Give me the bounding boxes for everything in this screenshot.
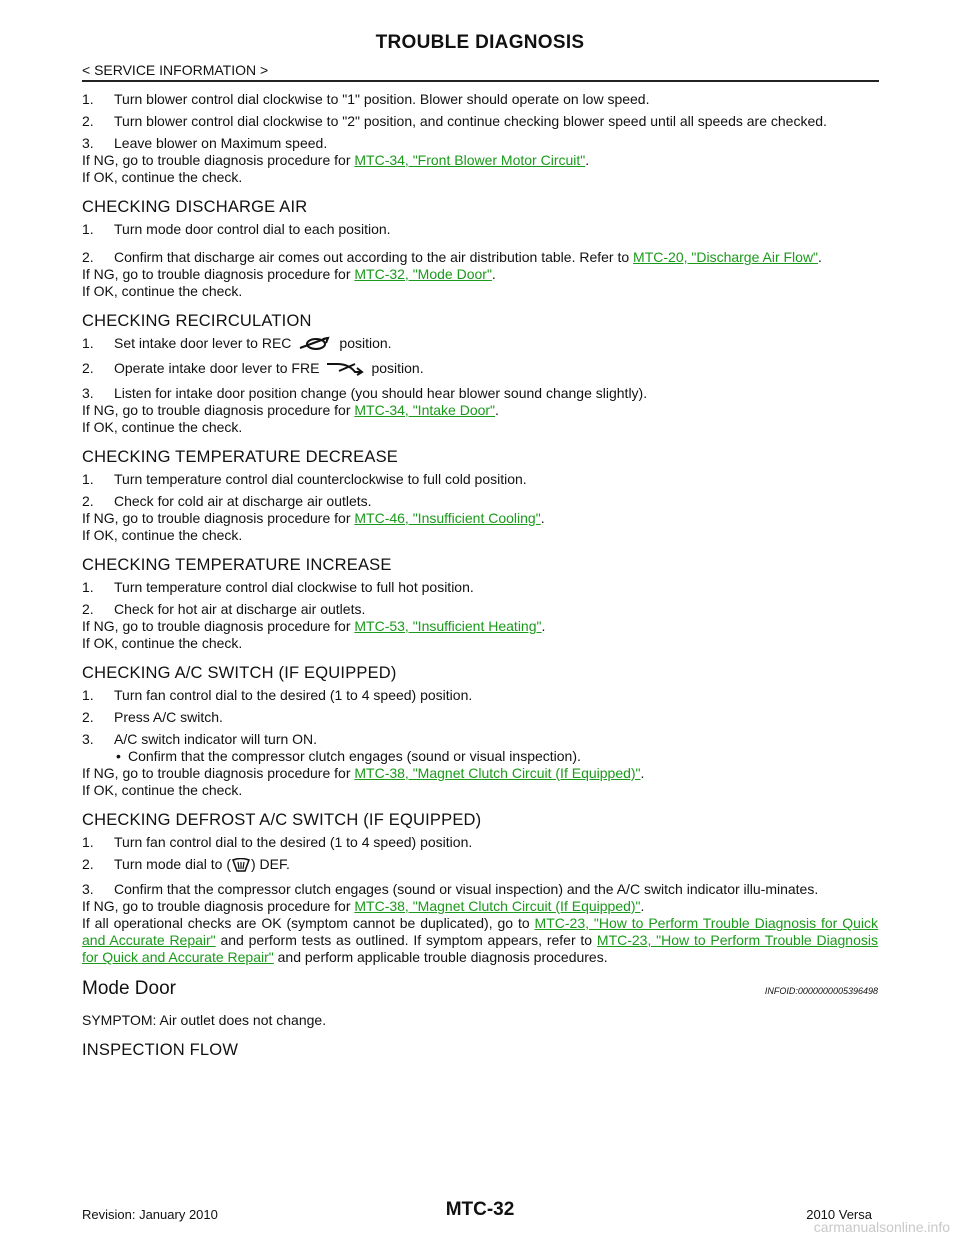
defrost-icon	[232, 857, 250, 876]
blower-step-1: 1.Turn blower control dial clockwise to …	[82, 91, 650, 107]
mode-door-header: Mode Door INFOID:0000000005396498	[82, 978, 878, 1000]
tempinc-ng-line: If NG, go to trouble diagnosis procedure…	[82, 618, 546, 634]
acswitch-step-1: 1.Turn fan control dial to the desired (…	[82, 687, 473, 703]
footer-revision: Revision: January 2010	[82, 1207, 218, 1222]
discharge-step-1: 1.Turn mode door control dial to each po…	[82, 221, 391, 237]
tempdec-ok-line: If OK, continue the check.	[82, 527, 243, 543]
acswitch-ng-line: If NG, go to trouble diagnosis procedure…	[82, 765, 645, 781]
discharge-ok-line: If OK, continue the check.	[82, 283, 243, 299]
defrost-step-2: 2.Turn mode dial to () DEF.	[82, 856, 878, 876]
recirc-ok-line: If OK, continue the check.	[82, 419, 243, 435]
section-heading-inspection-flow: INSPECTION FLOW	[82, 1041, 239, 1059]
link-magnet-clutch-circuit-2[interactable]: MTC-38, "Magnet Clutch Circuit (If Equip…	[354, 898, 641, 914]
link-intake-door[interactable]: MTC-34, "Intake Door"	[354, 402, 496, 418]
discharge-ng-line: If NG, go to trouble diagnosis procedure…	[82, 266, 496, 282]
link-magnet-clutch-circuit[interactable]: MTC-38, "Magnet Clutch Circuit (If Equip…	[354, 765, 641, 781]
section-heading-temperature-decrease: CHECKING TEMPERATURE DECREASE	[82, 448, 398, 466]
tempinc-step-2: 2.Check for hot air at discharge air out…	[82, 601, 366, 617]
link-mode-door[interactable]: MTC-32, "Mode Door"	[354, 266, 492, 282]
tempdec-step-1: 1.Turn temperature control dial counterc…	[82, 471, 527, 487]
blower-ok-line: If OK, continue the check.	[82, 169, 243, 185]
link-how-to-perform-trouble-diagnosis[interactable]: MTC-23, "How to Perform Trouble Diagnosi…	[82, 915, 879, 948]
defrost-step-1: 1.Turn fan control dial to the desired (…	[82, 834, 473, 850]
watermark: carmanualsonline.info	[813, 1219, 950, 1235]
tempdec-step-2: 2.Check for cold air at discharge air ou…	[82, 493, 372, 509]
section-heading-defrost-ac-switch: CHECKING DEFROST A/C SWITCH (IF EQUIPPED…	[82, 811, 482, 829]
acswitch-step-2: 2.Press A/C switch.	[82, 709, 223, 725]
tempdec-ng-line: If NG, go to trouble diagnosis procedure…	[82, 510, 545, 526]
tempinc-ok-line: If OK, continue the check.	[82, 635, 243, 651]
footer-model: 2010 Versa	[806, 1207, 872, 1222]
tempinc-step-1: 1.Turn temperature control dial clockwis…	[82, 579, 474, 595]
link-insufficient-cooling[interactable]: MTC-46, "Insufficient Cooling"	[354, 510, 541, 526]
link-insufficient-heating[interactable]: MTC-53, "Insufficient Heating"	[354, 618, 542, 634]
section-heading-recirculation: CHECKING RECIRCULATION	[82, 312, 312, 330]
footer-page-number: MTC-32	[445, 1199, 515, 1220]
recirc-step-3: 3.Listen for intake door position change…	[82, 385, 648, 401]
link-front-blower-motor-circuit[interactable]: MTC-34, "Front Blower Motor Circuit"	[354, 152, 586, 168]
section-heading-discharge-air: CHECKING DISCHARGE AIR	[82, 198, 308, 216]
header-divider	[82, 80, 879, 82]
discharge-step-2: 2.Confirm that discharge air comes out a…	[82, 249, 822, 265]
acswitch-step-3: 3.A/C switch indicator will turn ON.	[82, 731, 318, 747]
defrost-step-3: 3.Confirm that the compressor clutch eng…	[82, 881, 819, 897]
acswitch-ok-line: If OK, continue the check.	[82, 782, 243, 798]
acswitch-bullet: •Confirm that the compressor clutch enga…	[116, 748, 581, 764]
page-title: TROUBLE DIAGNOSIS	[375, 32, 585, 53]
recirc-ng-line: If NG, go to trouble diagnosis procedure…	[82, 402, 499, 418]
defrost-final-paragraph: If all operational checks are OK (sympto…	[82, 915, 879, 965]
link-discharge-air-flow[interactable]: MTC-20, "Discharge Air Flow"	[633, 249, 819, 265]
blower-step-3: 3.Leave blower on Maximum speed.	[82, 135, 328, 151]
mode-door-title: Mode Door	[82, 978, 176, 999]
blower-step-2: 2.Turn blower control dial clockwise to …	[82, 113, 827, 129]
section-heading-ac-switch: CHECKING A/C SWITCH (IF EQUIPPED)	[82, 664, 397, 682]
symptom-line: SYMPTOM: Air outlet does not change.	[82, 1012, 327, 1028]
link-how-to-perform-trouble-diagnosis-2[interactable]: MTC-23, "How to Perform Trouble Diagnosi…	[82, 932, 878, 965]
defrost-ng-line: If NG, go to trouble diagnosis procedure…	[82, 898, 645, 914]
fresh-air-icon	[325, 360, 365, 380]
breadcrumb: < SERVICE INFORMATION >	[82, 62, 269, 78]
section-heading-temperature-increase: CHECKING TEMPERATURE INCREASE	[82, 556, 392, 574]
info-id: INFOID:0000000005396498	[764, 986, 878, 996]
recirculation-icon	[297, 335, 333, 355]
blower-ng-line: If NG, go to trouble diagnosis procedure…	[82, 152, 590, 168]
document-body: 1.Turn blower control dial clockwise to …	[82, 86, 878, 1062]
